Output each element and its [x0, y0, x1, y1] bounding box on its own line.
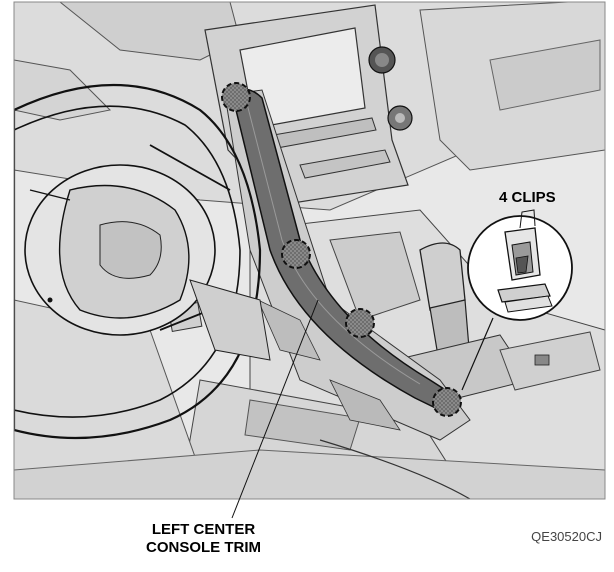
- clip-detail-inset: [461, 209, 573, 391]
- shift-knob: [419, 242, 466, 311]
- clip-marker: [345, 308, 375, 338]
- trim-leader-line: [231, 299, 319, 519]
- trim-callout: LEFT CENTER CONSOLE TRIM: [146, 521, 261, 557]
- clip-markers: [221, 82, 462, 417]
- figure-frame: [13, 1, 606, 500]
- dashboard-scene: [14, 2, 605, 499]
- clip-marker: [221, 82, 251, 112]
- clips-callout: 4 CLIPS: [499, 189, 556, 206]
- clip-marker: [281, 239, 311, 269]
- trim-callout-line2: CONSOLE TRIM: [146, 539, 261, 556]
- clip-marker: [432, 387, 462, 417]
- figure-code: QE30520CJ: [531, 529, 602, 544]
- left-center-console-trim: [231, 88, 460, 415]
- trim-callout-line1: LEFT CENTER: [151, 521, 256, 538]
- steering-wheel: [14, 84, 271, 440]
